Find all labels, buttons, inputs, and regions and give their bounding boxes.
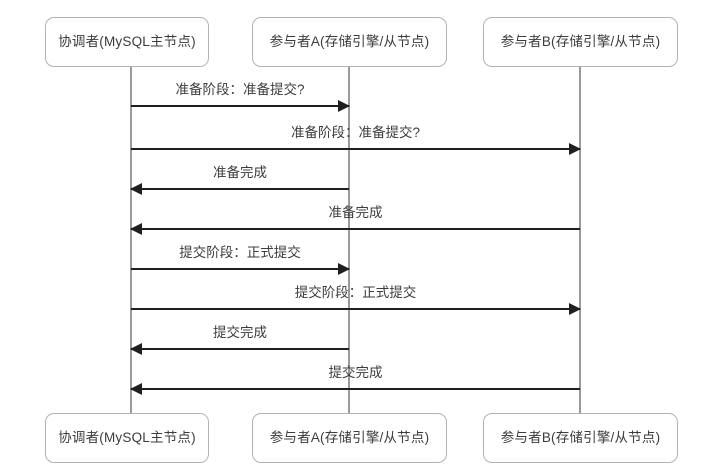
- participant-box-participant-b-top[interactable]: 参与者B(存储引擎/从节点): [483, 17, 678, 67]
- participant-label-participant-a-top: 参与者A(存储引擎/从节点): [269, 33, 430, 49]
- arrowhead-right-icon-1: [338, 100, 350, 113]
- message-label-5: 提交阶段：正式提交: [179, 244, 301, 260]
- participant-label-coordinator-top: 协调者(MySQL主节点): [58, 33, 196, 49]
- lifeline-participant-b: [579, 67, 581, 413]
- message-label-8: 提交完成: [328, 364, 383, 380]
- message-label-2: 准备阶段：准备提交?: [290, 124, 420, 140]
- arrowhead-left-icon-8: [130, 383, 142, 396]
- participant-label-coordinator-bottom: 协调者(MySQL主节点): [58, 429, 196, 445]
- message-line-2: [131, 148, 580, 151]
- message-label-4: 准备完成: [328, 204, 383, 220]
- participant-label-participant-b-bottom: 参与者B(存储引擎/从节点): [500, 429, 661, 445]
- arrowhead-right-icon-2: [569, 143, 581, 156]
- message-line-7: [131, 348, 349, 351]
- message-line-1: [131, 105, 349, 108]
- lifeline-coordinator: [130, 67, 132, 413]
- lifeline-participant-a: [348, 67, 350, 413]
- participant-box-coordinator-bottom[interactable]: 协调者(MySQL主节点): [45, 413, 209, 463]
- message-line-6: [131, 308, 580, 311]
- arrowhead-right-icon-5: [338, 263, 350, 276]
- participant-label-participant-b-top: 参与者B(存储引擎/从节点): [500, 33, 661, 49]
- message-line-5: [131, 268, 349, 271]
- participant-box-coordinator-top[interactable]: 协调者(MySQL主节点): [45, 17, 209, 67]
- message-label-6: 提交阶段：正式提交: [294, 284, 417, 300]
- message-label-3: 准备完成: [213, 164, 267, 180]
- message-label-7: 提交完成: [213, 324, 267, 340]
- message-label-1: 准备阶段：准备提交?: [175, 81, 305, 97]
- message-line-4: [131, 228, 580, 231]
- message-line-8: [131, 388, 580, 391]
- participant-label-participant-a-bottom: 参与者A(存储引擎/从节点): [269, 429, 430, 445]
- arrowhead-right-icon-6: [569, 303, 581, 316]
- participant-box-participant-a-bottom[interactable]: 参与者A(存储引擎/从节点): [252, 413, 447, 463]
- message-line-3: [131, 188, 349, 191]
- arrowhead-left-icon-7: [130, 343, 142, 356]
- participant-box-participant-b-bottom[interactable]: 参与者B(存储引擎/从节点): [483, 413, 678, 463]
- participant-box-participant-a-top[interactable]: 参与者A(存储引擎/从节点): [252, 17, 447, 67]
- arrowhead-left-icon-4: [130, 223, 142, 236]
- arrowhead-left-icon-3: [130, 183, 142, 196]
